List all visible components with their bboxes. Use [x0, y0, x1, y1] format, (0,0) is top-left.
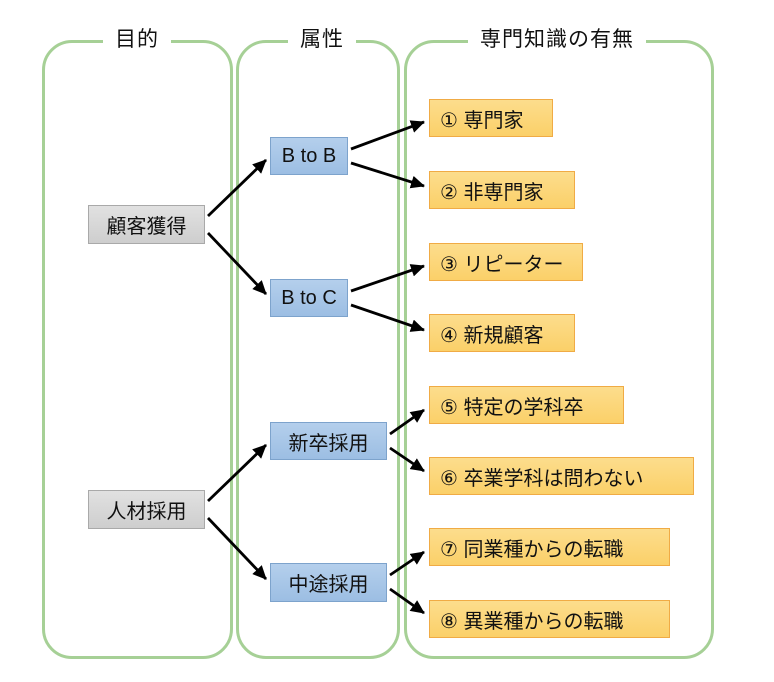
node-recruitment: 人材採用: [88, 490, 205, 529]
node-b-to-b: B to B: [270, 137, 348, 175]
arrow-mid-career-to-same-industry: [389, 550, 425, 577]
arrow-recruitment-to-mid-career-hiring: [206, 517, 268, 580]
node-customer-acquisition: 顧客獲得: [88, 205, 205, 244]
node-b-to-c: B to C: [270, 279, 348, 317]
arrow-recruitment-to-new-grad-hiring: [207, 443, 267, 503]
node-expert: ① 専門家: [429, 99, 553, 137]
node-new-customer: ④ 新規顧客: [429, 314, 575, 352]
node-same-industry-move: ⑦ 同業種からの転職: [429, 528, 670, 566]
arrow-new-grad-to-specific-major: [389, 408, 425, 436]
column-title-purpose: 目的: [103, 24, 171, 56]
arrow-customer-acquisition-to-b-to-c: [206, 232, 268, 295]
node-new-grad-hiring: 新卒採用: [270, 422, 387, 460]
arrow-b-to-c-to-new-customer: [350, 303, 425, 332]
node-repeater: ③ リピーター: [429, 243, 583, 281]
arrow-mid-career-to-other-industry: [389, 587, 425, 615]
node-other-industry-move: ⑧ 異業種からの転職: [429, 600, 670, 638]
arrow-b-to-c-to-repeater: [350, 264, 425, 293]
column-title-attribute: 属性: [288, 24, 356, 56]
column-title-knowledge: 専門知識の有無: [468, 24, 646, 56]
node-mid-career-hiring: 中途採用: [270, 563, 387, 602]
arrow-b-to-b-to-expert: [350, 120, 425, 151]
arrow-new-grad-to-any-major: [389, 446, 425, 473]
node-specific-major: ⑤ 特定の学科卒: [429, 386, 624, 424]
node-non-expert: ② 非専門家: [429, 171, 575, 209]
node-any-major: ⑥ 卒業学科は問わない: [429, 457, 694, 495]
arrow-b-to-b-to-non-expert: [350, 161, 425, 189]
arrow-customer-acquisition-to-b-to-b: [207, 158, 267, 218]
